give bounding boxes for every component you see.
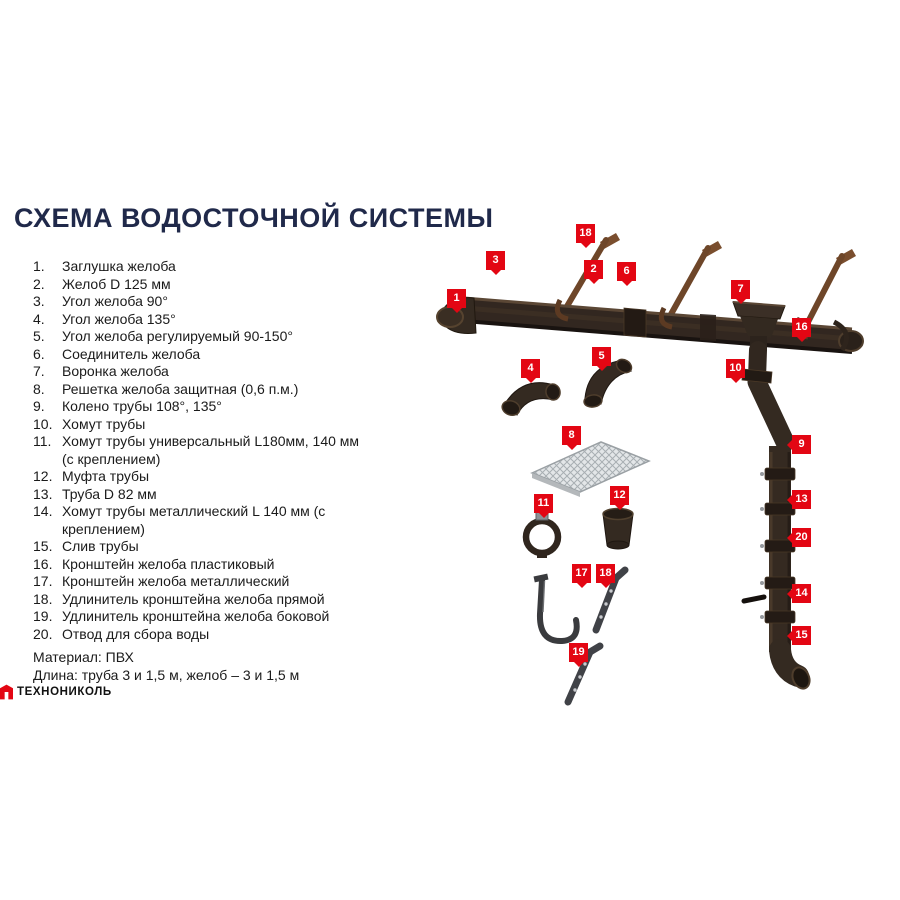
- part-label: Угол желоба регулируемый 90-150°: [62, 328, 293, 344]
- bracket-extender-side: [564, 642, 604, 706]
- footer-notes: Материал: ПВХ Длина: труба 3 и 1,5 м, же…: [33, 648, 299, 684]
- gutter-connector: [623, 307, 647, 338]
- part-label: Кронштейн желоба пластиковый: [62, 555, 275, 572]
- part-number: 15.: [33, 538, 53, 554]
- part-number: 7.: [33, 363, 45, 379]
- part-label: Удлинитель кронштейна желоба боковой: [62, 608, 330, 624]
- gutter-system-drawing: [436, 233, 864, 706]
- parts-list-item: 12. Муфта трубы: [33, 468, 378, 486]
- part-number: 16.: [33, 555, 53, 572]
- parts-list-item: 13. Труба D 82 мм: [33, 486, 378, 504]
- parts-list-item: 6. Соединитель желоба: [33, 346, 378, 364]
- pipe-clamp: [741, 368, 773, 384]
- part-label: Удлинитель кронштейна желоба прямой: [62, 590, 325, 607]
- part-label: Угол желоба 90°: [62, 293, 168, 309]
- bracket-extender-straight: [592, 566, 629, 634]
- part-label: Хомут трубы металлический L 140 мм (с кр…: [62, 503, 326, 537]
- corner-135: [501, 382, 561, 416]
- part-number: 13.: [33, 485, 53, 502]
- pipe-sleeves: [764, 467, 796, 624]
- part-number: 17.: [33, 573, 53, 589]
- part-number: 9.: [33, 398, 45, 414]
- part-label: Воронка желоба: [62, 363, 169, 379]
- part-label: Колено трубы 108°, 135°: [62, 398, 222, 414]
- parts-list-item: 5. Угол желоба регулируемый 90-150°: [33, 328, 378, 346]
- parts-list-item: 10. Хомут трубы: [33, 416, 378, 434]
- corner-adjustable: [583, 358, 633, 408]
- parts-list-item: 17. Кронштейн желоба металлический: [33, 573, 378, 591]
- parts-list-item: 11. Хомут трубы универсальный L180мм, 140…: [33, 433, 378, 468]
- bracket-extender-straps: [563, 233, 856, 329]
- part-label: Кронштейн желоба металлический: [62, 573, 290, 589]
- part-number: 5.: [33, 328, 45, 344]
- gutter-end-cap: [436, 306, 464, 328]
- pipe-clamp-universal: [522, 505, 562, 558]
- length-note: Длина: труба 3 и 1,5 м, желоб – 3 и 1,5 …: [33, 667, 300, 683]
- brand-logo: ТЕХНОНИКОЛЬ: [0, 684, 112, 700]
- part-label: Муфта трубы: [62, 468, 150, 484]
- downpipe-main: [741, 446, 796, 652]
- part-number: 6.: [33, 345, 45, 362]
- pipe-bend: [747, 372, 795, 452]
- material-note: Материал: ПВХ: [33, 649, 134, 665]
- part-number: 14.: [33, 503, 53, 519]
- parts-list-item: 1. Заглушка желоба: [33, 258, 378, 276]
- gutter-bracket-metal: [533, 573, 580, 644]
- gutter-corner-endcap: [436, 297, 477, 334]
- part-label: Заглушка желоба: [62, 258, 176, 274]
- pipe-coupling: [602, 507, 634, 550]
- parts-list-item: 3. Угол желоба 90°: [33, 293, 378, 311]
- part-number: 2.: [33, 275, 45, 292]
- part-label: Слив трубы: [62, 538, 139, 554]
- gutter-bracket-plastic: [832, 319, 849, 352]
- parts-list-item: 16. Кронштейн желоба пластиковый: [33, 556, 378, 574]
- part-label: Хомут трубы: [62, 415, 146, 432]
- part-number: 1.: [33, 258, 45, 274]
- part-label: Решетка желоба защитная (0,6 п.м.): [62, 380, 299, 397]
- part-label: Желоб D 125 мм: [62, 275, 171, 292]
- parts-list-item: 2. Желоб D 125 мм: [33, 276, 378, 294]
- part-number: 11.: [33, 433, 52, 449]
- part-label: Угол желоба 135°: [62, 310, 176, 327]
- parts-list-item: 19. Удлинитель кронштейна желоба боковой: [33, 608, 378, 626]
- parts-list-item: 8. Решетка желоба защитная (0,6 п.м.): [33, 381, 378, 399]
- part-label: Соединитель желоба: [62, 345, 201, 362]
- brand-name: ТЕХНОНИКОЛЬ: [17, 686, 112, 698]
- part-number: 4.: [33, 310, 45, 327]
- parts-list-item: 20. Отвод для сбора воды: [33, 626, 378, 644]
- part-number: 20.: [33, 625, 53, 642]
- parts-list-item: 18. Удлинитель кронштейна желоба прямой: [33, 591, 378, 609]
- gutter-mesh-grid: [530, 441, 651, 497]
- part-label: Отвод для сбора воды: [62, 625, 210, 642]
- parts-list-item: 15. Слив трубы: [33, 538, 378, 556]
- downpipe-upper: [738, 341, 795, 452]
- part-number: 12.: [33, 468, 53, 484]
- parts-list-item: 9. Колено трубы 108°, 135°: [33, 398, 378, 416]
- clamp-pin: [741, 594, 767, 604]
- part-number: 10.: [33, 415, 53, 432]
- parts-list: 1. Заглушка желоба 2. Желоб D 125 мм 3. Угол …: [33, 258, 378, 643]
- part-number: 8.: [33, 380, 45, 397]
- gutter-run: [463, 296, 853, 354]
- part-number: 3.: [33, 293, 45, 309]
- part-number: 19.: [33, 608, 53, 624]
- parts-list-item: 14. Хомут трубы металлический L 140 мм (с…: [33, 503, 378, 538]
- parts-list-item: 7. Воронка желоба: [33, 363, 378, 381]
- technonicol-logo-icon: [0, 684, 13, 700]
- parts-list-item: 4. Угол желоба 135°: [33, 311, 378, 329]
- gutter-right-end: [832, 319, 864, 352]
- part-label: Хомут трубы универсальный L180мм, 140 мм…: [62, 433, 360, 467]
- part-label: Труба D 82 мм: [62, 485, 157, 502]
- pipe-outlet: [769, 639, 811, 690]
- page-title: СХЕМА ВОДОСТОЧНОЙ СИСТЕМЫ: [14, 203, 494, 233]
- part-number: 18.: [33, 590, 53, 607]
